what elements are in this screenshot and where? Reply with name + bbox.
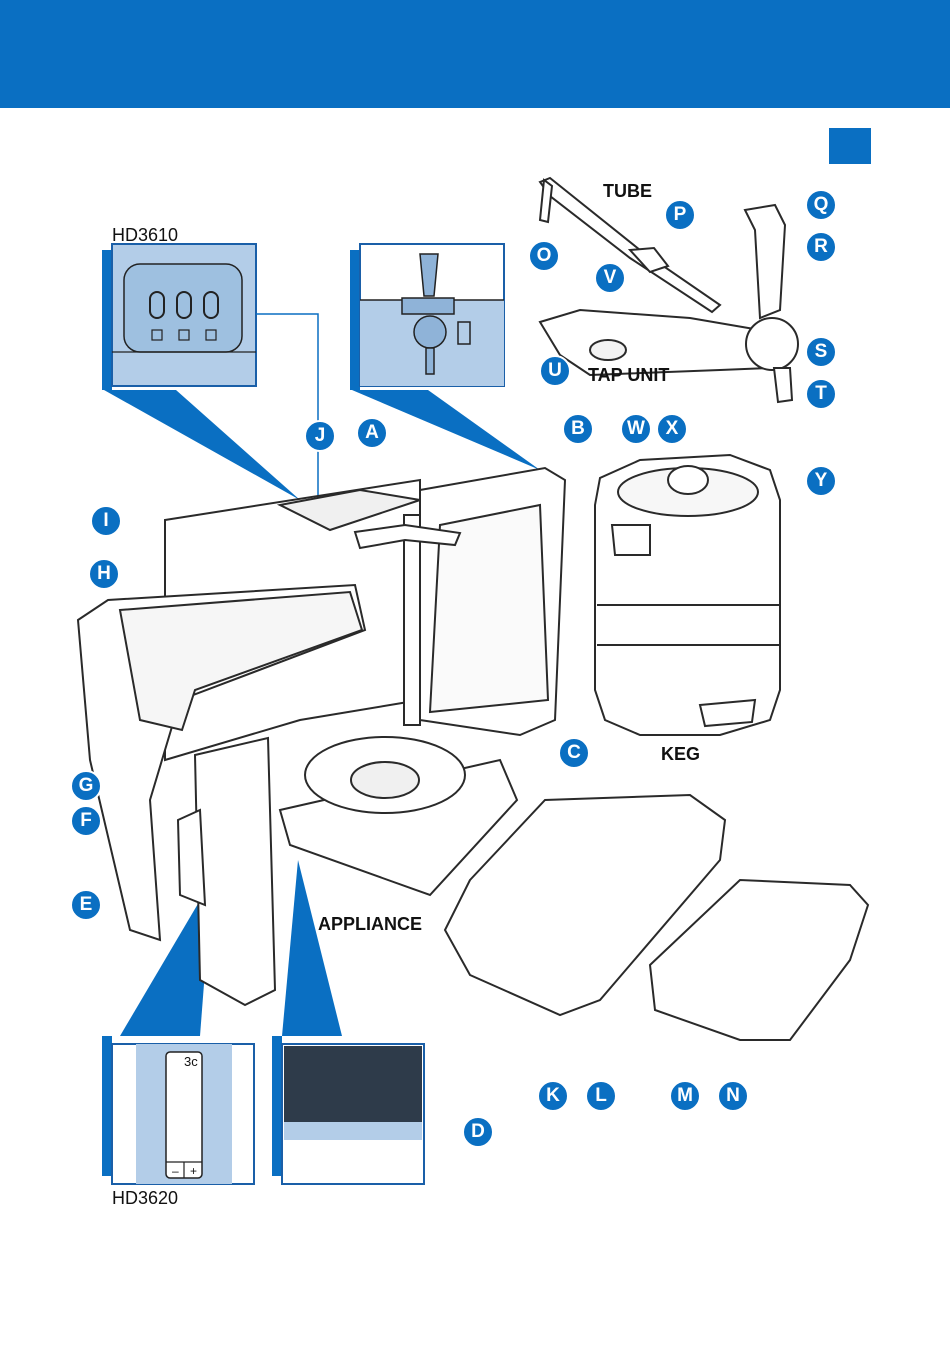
callout-r: R [805,231,837,263]
callout-d: D [462,1116,494,1148]
callout-o: O [528,240,560,272]
display-minus: – [172,1164,179,1178]
keg-part [595,455,780,735]
callout-n: N [717,1080,749,1112]
section-label-tube: TUBE [603,181,652,202]
callout-h: H [88,558,120,590]
callout-b: B [562,413,594,445]
section-label-appliance: APPLIANCE [318,914,422,935]
callout-a: A [356,417,388,449]
callout-k: K [537,1080,569,1112]
callout-u: U [539,355,571,387]
display-temperature: 3c [184,1054,198,1069]
callout-s: S [805,336,837,368]
callout-q: Q [805,189,837,221]
model-label-hd3620: HD3620 [112,1188,178,1209]
callout-i: I [90,505,122,537]
callout-f: F [70,805,102,837]
callout-l: L [585,1080,617,1112]
inset-hd3610-panel [102,244,256,390]
callout-y: Y [805,465,837,497]
callout-x: X [656,413,688,445]
callout-p: P [664,199,696,231]
display-plus: + [190,1164,197,1178]
section-label-keg: KEG [661,744,700,765]
callout-g: G [70,770,102,802]
model-label-hd3610: HD3610 [112,225,178,246]
section-label-tap-unit: TAP UNIT [588,365,669,386]
callout-t: T [805,378,837,410]
inset-wedge-hd3610 [104,390,300,500]
callout-w: W [620,413,652,445]
inset-drip-grid [272,1036,424,1184]
callout-c: C [558,737,590,769]
callout-m: M [669,1080,701,1112]
callout-j: J [304,420,336,452]
callout-v: V [594,262,626,294]
inset-hd3620-panel [102,1036,254,1184]
inset-wedge-drip [282,860,342,1036]
callout-e: E [70,889,102,921]
inset-tap-panel [350,244,504,390]
